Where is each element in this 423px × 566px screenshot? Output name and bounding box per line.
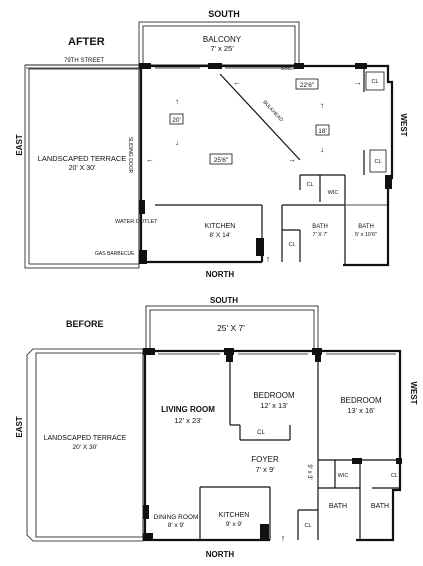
svg-text:↑: ↑ <box>175 97 179 106</box>
after-balcony-size: 7' x 25' <box>210 44 234 53</box>
after-bath2-name: BATH <box>358 224 374 230</box>
after-entry-arrow: ↑ <box>266 254 271 264</box>
after-closet-2: CL <box>374 159 381 165</box>
after-gas-barbecue-label: GAS BARBECUE <box>95 251 135 257</box>
after-closet-3: CL <box>306 182 313 188</box>
before-compass-north: NORTH <box>206 550 235 559</box>
before-dining-room-name: DINING ROOM <box>154 514 199 521</box>
after-dim-25-6: 25'6" <box>214 157 229 164</box>
svg-text:←: ← <box>146 155 154 164</box>
after-heading: AFTER <box>68 36 105 48</box>
before-bath-1: BATH <box>329 503 347 510</box>
before-bedroom1-name: BEDROOM <box>253 391 295 400</box>
svg-text:→: → <box>354 78 362 87</box>
svg-text:↓: ↓ <box>175 138 179 147</box>
after-bath1-size: 7' X 7' <box>313 232 328 238</box>
before-entry-arrow: ↑ <box>281 533 286 543</box>
before-compass-west: WEST <box>409 381 418 404</box>
svg-text:→: → <box>288 155 296 164</box>
after-closet-1: CL <box>371 79 378 85</box>
after-sliding-door-label: SLIDING DOOR <box>127 137 133 174</box>
after-bulkhead-label: BULKHEAD <box>261 99 284 123</box>
before-kitchen-size: 9' x 9' <box>226 521 243 528</box>
svg-text:↑: ↑ <box>320 101 324 110</box>
before-closet-1: CL <box>257 430 265 436</box>
before-hall-dim: 9' x 3' <box>306 464 312 479</box>
before-terrace-size: 20' X 30' <box>73 444 98 451</box>
after-dim-22-6: 22'6" <box>300 82 315 89</box>
after-compass-south: SOUTH <box>208 9 240 19</box>
after-kitchen-name: KITCHEN <box>205 223 236 230</box>
before-living-room-name: LIVING ROOM <box>161 405 215 414</box>
before-heading: BEFORE <box>66 319 104 329</box>
after-compass-east: EAST <box>15 134 24 155</box>
after-dim-18: 18' <box>318 128 326 135</box>
before-living-room-size: 12' x 23' <box>174 416 202 425</box>
svg-text:↓: ↓ <box>320 145 324 154</box>
after-closet-4: CL <box>288 242 295 248</box>
after-street-label: 79TH STREET <box>64 58 104 64</box>
before-balcony-size: 25' X 7' <box>217 323 245 333</box>
after-terrace-name: LANDSCAPED TERRACE <box>38 154 127 163</box>
after-bath2-size: 5' x 10'6" <box>355 232 377 238</box>
before-plan: SOUTH BEFORE 25' X 7' LANDSCAPED TERRACE… <box>15 296 418 559</box>
svg-text:←: ← <box>233 78 241 87</box>
after-terrace-size: 20' X 30' <box>69 165 96 172</box>
after-bath1-name: BATH <box>312 224 328 230</box>
before-closet-3: CL <box>304 523 311 529</box>
after-compass-north: NORTH <box>206 270 235 279</box>
before-bedroom1-size: 12' x 13' <box>260 401 288 410</box>
after-balcony-name: BALCONY <box>203 35 242 44</box>
before-dining-room-size: 8' x 9' <box>168 522 185 529</box>
before-foyer-name: FOYER <box>251 455 279 464</box>
before-bath-2: BATH <box>371 503 389 510</box>
after-bulkhead-line <box>219 73 301 161</box>
before-kitchen-name: KITCHEN <box>219 512 250 519</box>
after-compass-west: WEST <box>399 113 408 136</box>
before-closet-2: CL <box>391 473 398 479</box>
after-plan: SOUTH AFTER BALCONY 7' x 25' 79TH STREET… <box>15 9 408 279</box>
before-compass-east: EAST <box>15 416 24 437</box>
before-compass-south: SOUTH <box>210 296 238 305</box>
before-bedroom2-name: BEDROOM <box>340 396 382 405</box>
after-water-outlet-label: WATER OUTLET <box>115 219 158 225</box>
before-bedroom2-size: 13' x 16' <box>347 406 375 415</box>
after-dim-20: 20' <box>172 117 180 124</box>
after-kitchen-size: 8' X 14' <box>209 232 230 239</box>
after-wic-label: WIC <box>328 190 339 196</box>
before-wic-label: WIC <box>338 473 349 479</box>
after-door-label: DOOR <box>281 66 295 71</box>
before-terrace-name: LANDSCAPED TERRACE <box>44 435 127 442</box>
before-foyer-size: 7' x 9' <box>255 465 275 474</box>
